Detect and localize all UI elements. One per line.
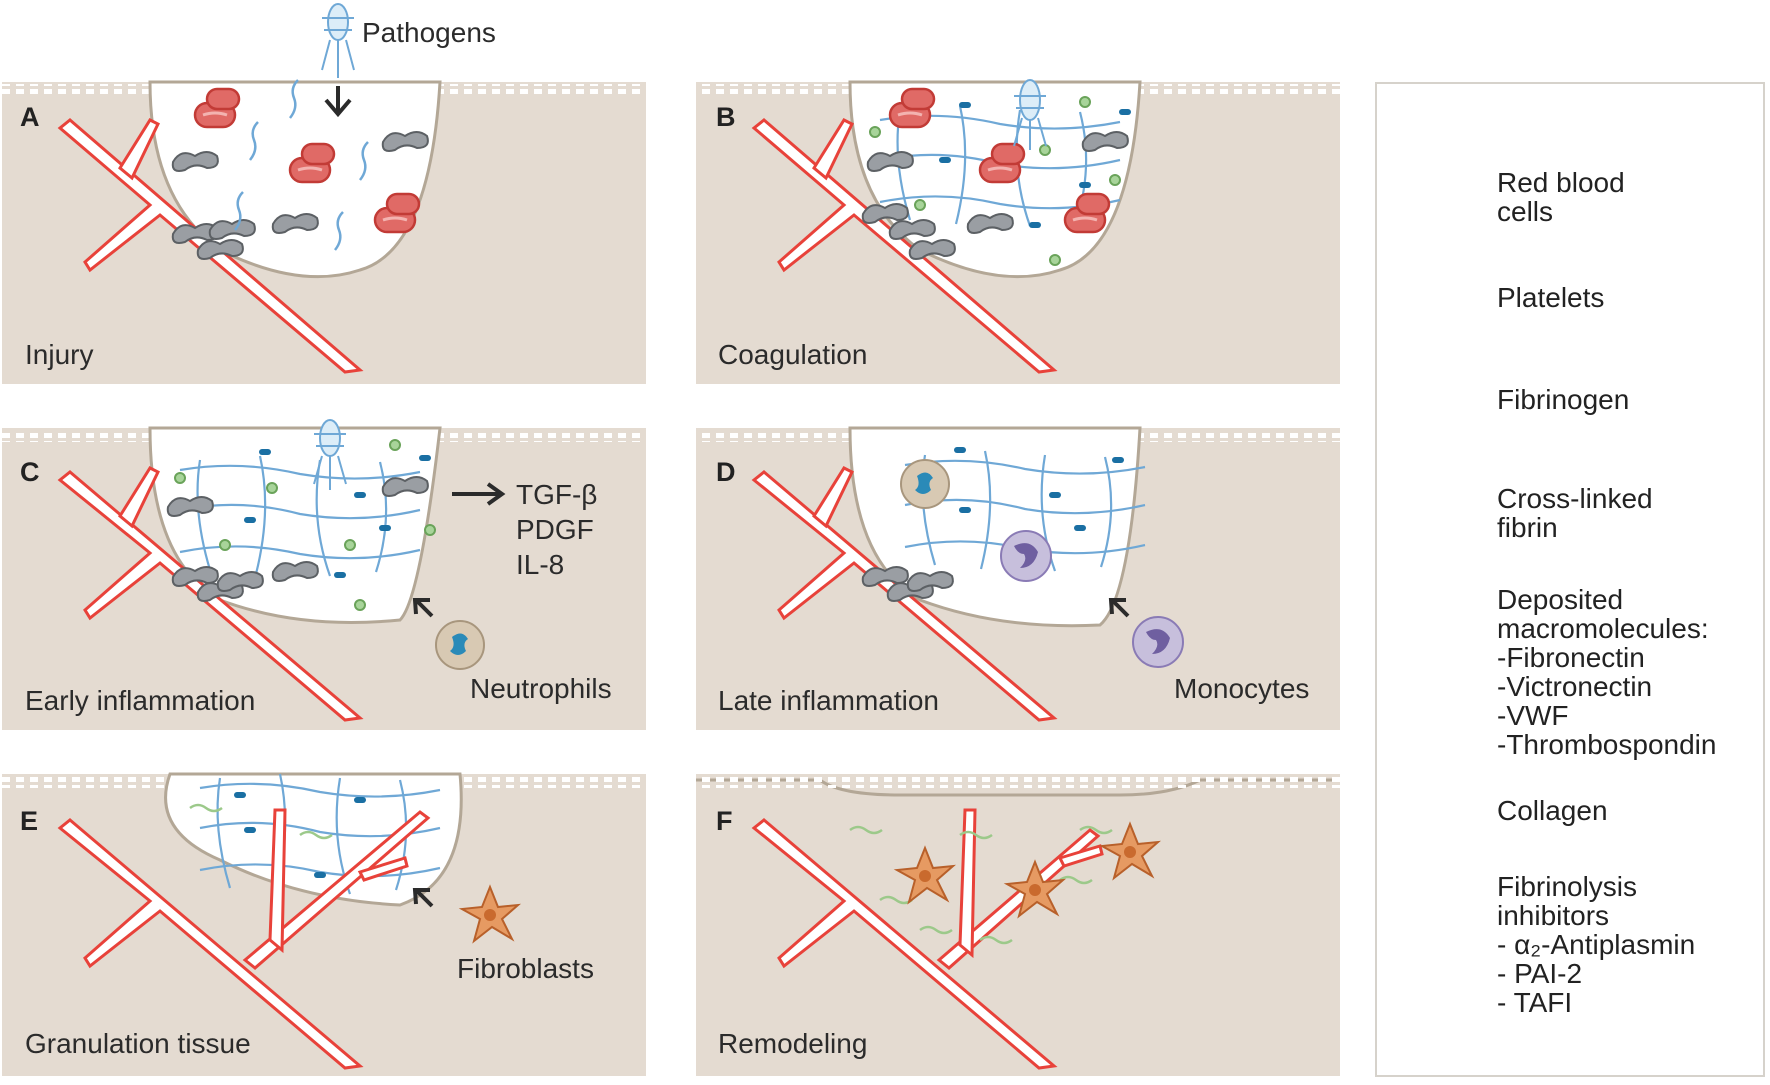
panel-c-letter: C xyxy=(20,457,40,487)
panel-c-drawing xyxy=(2,419,646,730)
pathogens-label: Pathogens xyxy=(362,17,496,48)
panel-e-letter: E xyxy=(20,806,39,836)
panel-f-caption: Remodeling xyxy=(718,1028,868,1059)
panel-e-caption: Granulation tissue xyxy=(25,1028,251,1059)
panel-b-caption: Coagulation xyxy=(718,339,868,370)
panel-d-caption: Late inflammation xyxy=(718,685,940,716)
panel-d-drawing xyxy=(696,426,1340,730)
legend xyxy=(1375,82,1765,1077)
legend-platelets: Platelets xyxy=(1497,282,1605,313)
growth-factor-tgf: TGF-β xyxy=(516,479,598,510)
panel-c-caption: Early inflammation xyxy=(25,685,256,716)
legend-fibrinolysis-inhibitors: Fibrinolysis inhibitors - α₂-Antiplasmin… xyxy=(1497,871,1696,1018)
panel-a-caption: Injury xyxy=(25,339,94,370)
neutrophils-label: Neutrophils xyxy=(470,673,612,704)
monocytes-label: Monocytes xyxy=(1174,673,1310,704)
panel-b-drawing xyxy=(696,79,1340,384)
fibroblasts-label: Fibroblasts xyxy=(457,953,594,984)
legend-macromolecules: Deposited macromolecules: -Fibronectin -… xyxy=(1497,584,1717,760)
legend-collagen: Collagen xyxy=(1497,795,1608,826)
growth-factor-pdgf: PDGF xyxy=(516,514,594,545)
panel-d-letter: D xyxy=(716,457,736,487)
legend-cross-linked-fibrin: Cross-linked fibrin xyxy=(1497,483,1653,543)
panel-f-drawing xyxy=(696,774,1340,1076)
panel-b-letter: B xyxy=(716,102,736,132)
legend-red-blood-cells: Red blood cells xyxy=(1497,167,1625,227)
panel-e-drawing xyxy=(2,772,646,1076)
panel-a-letter: A xyxy=(20,102,40,132)
growth-factor-il8: IL-8 xyxy=(516,549,565,580)
panel-a-drawing xyxy=(2,3,646,384)
legend-fibrinogen: Fibrinogen xyxy=(1497,384,1630,415)
panel-f-letter: F xyxy=(716,806,733,836)
